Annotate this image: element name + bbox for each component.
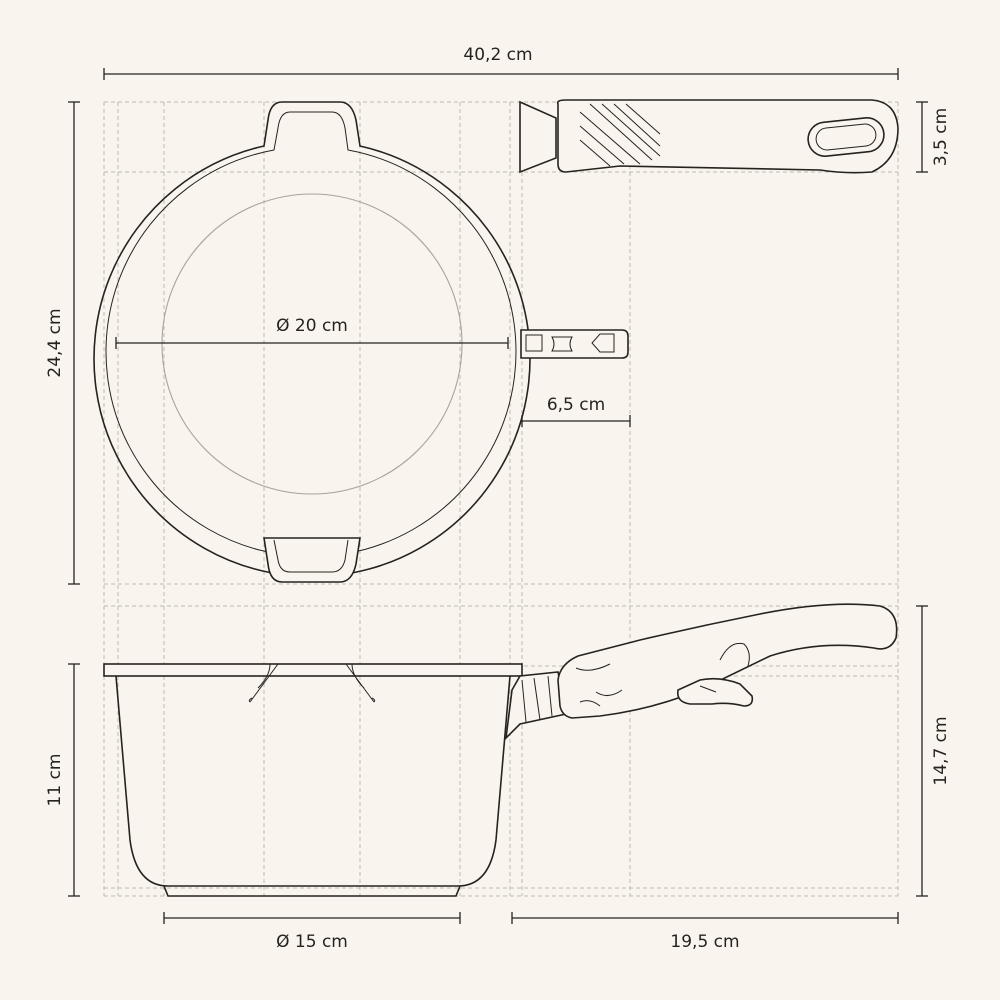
pan-outer-rim [93, 101, 531, 578]
pan-inner-base-circle [161, 193, 463, 495]
handle-connector-top [520, 329, 629, 359]
dimension-lines [68, 68, 928, 924]
body-height-label: 11 cm [45, 754, 65, 807]
total-width-label: 24,4 cm [45, 308, 65, 377]
pan-inner-rim [105, 111, 517, 558]
total-length-label: 40,2 cm [463, 45, 532, 65]
pan-body-side [115, 675, 511, 887]
base-diameter-label: Ø 15 cm [276, 932, 348, 952]
handle-length-label: 19,5 cm [670, 932, 739, 952]
release-trigger [676, 677, 754, 707]
top-view-pan [93, 101, 629, 583]
handle-top-view [519, 99, 899, 174]
pan-rim-side [103, 663, 523, 677]
total-height-label: 14,7 cm [931, 716, 951, 785]
side-view-pan [103, 663, 523, 897]
guide-lines [103, 101, 899, 897]
handle-connector-label: 6,5 cm [547, 395, 605, 415]
side-view-handle [504, 603, 898, 741]
grip-stripes [579, 103, 661, 167]
spout-ghost [249, 663, 375, 703]
handle-thickness-label: 3,5 cm [931, 108, 951, 166]
inner-diameter-label: Ø 20 cm [276, 316, 348, 336]
